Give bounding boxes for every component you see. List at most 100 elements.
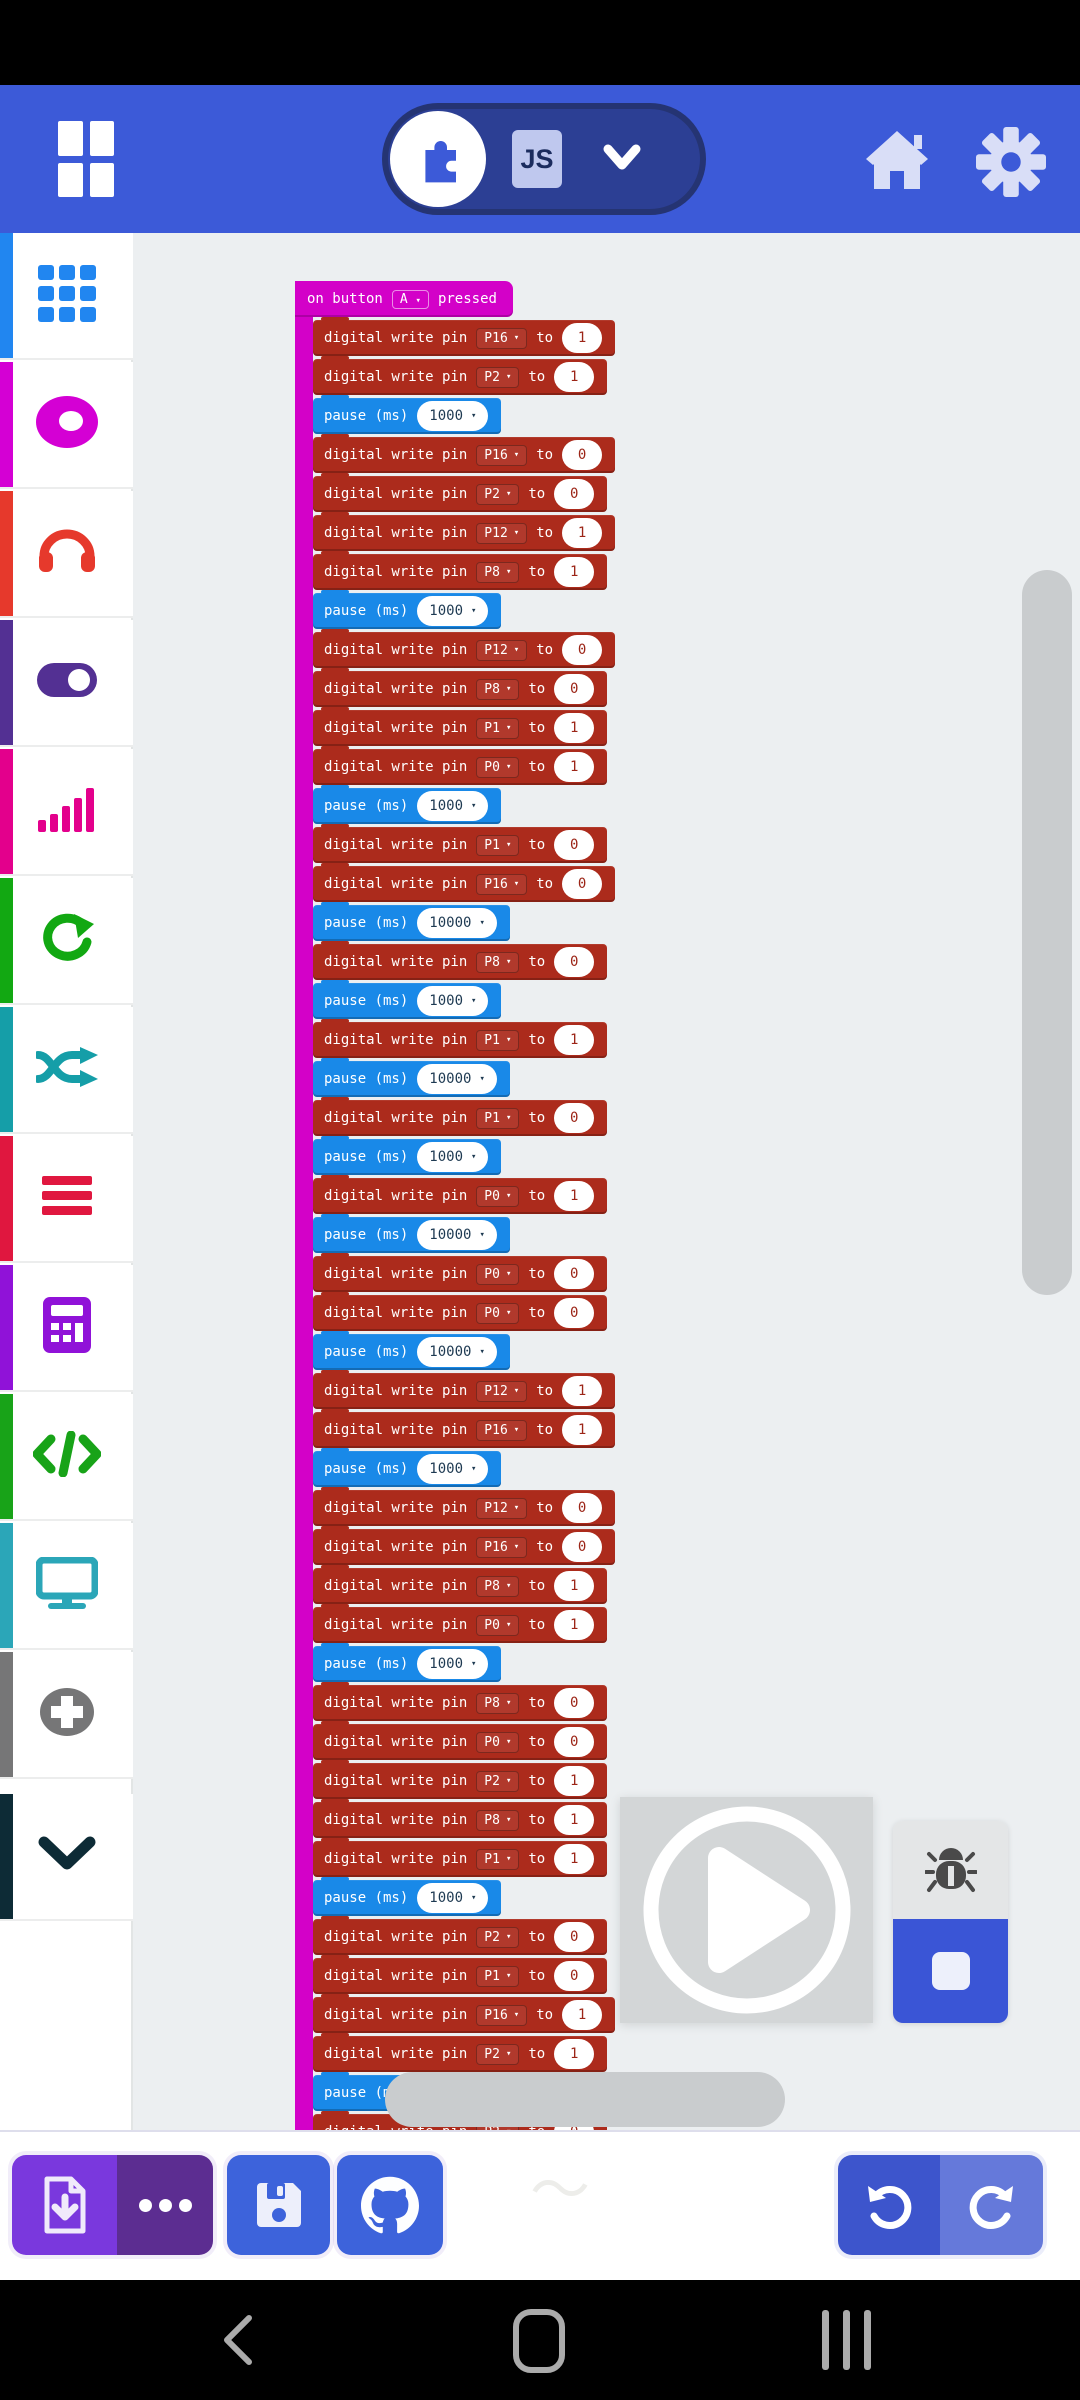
pin-dropdown[interactable]: P1▾ [476,1108,519,1129]
pause-block[interactable]: pause (ms)10000▾ [313,1217,510,1253]
toolbox-category-code[interactable] [0,1394,133,1521]
stop-button[interactable] [893,1919,1008,2023]
pin-dropdown[interactable]: P0▾ [476,1303,519,1324]
home-icon[interactable] [862,127,932,198]
pause-value-dropdown[interactable]: 10000▾ [417,908,497,938]
value-field[interactable]: 1 [554,1766,594,1796]
toolbox-category-more[interactable] [0,1794,133,1921]
value-field[interactable]: 0 [554,947,594,977]
pause-block[interactable]: pause (ms)1000▾ [313,983,501,1019]
digital-write-pin-block[interactable]: digital write pinP0▾to0 [313,1256,607,1292]
menu-grid-icon[interactable] [58,121,114,197]
pin-dropdown[interactable]: P12▾ [476,523,527,544]
pause-value-dropdown[interactable]: 10000▾ [417,1220,497,1250]
value-field[interactable]: 1 [562,2000,602,2030]
pin-dropdown[interactable]: P1▾ [476,718,519,739]
pin-dropdown[interactable]: P8▾ [476,1576,519,1597]
value-field[interactable]: 0 [554,1961,594,1991]
digital-write-pin-block[interactable]: digital write pinP0▾to1 [313,1607,607,1643]
pause-block[interactable]: pause (ms)1000▾ [313,398,501,434]
pin-dropdown[interactable]: P8▾ [476,1810,519,1831]
pause-block[interactable]: pause (ms)1000▾ [313,593,501,629]
pin-dropdown[interactable]: P1▾ [476,1849,519,1870]
digital-write-pin-block[interactable]: digital write pinP0▾to0 [313,1295,607,1331]
value-field[interactable]: 0 [554,1298,594,1328]
play-icon[interactable] [627,1800,867,2020]
digital-write-pin-block[interactable]: digital write pinP8▾to1 [313,554,607,590]
digital-write-pin-block[interactable]: digital write pinP2▾to1 [313,359,607,395]
pin-dropdown[interactable]: P16▾ [476,2005,527,2026]
value-field[interactable]: 1 [554,752,594,782]
toolbox-category-logic[interactable] [0,1007,133,1134]
digital-write-pin-block[interactable]: digital write pinP16▾to1 [313,320,615,356]
value-field[interactable]: 0 [562,1493,602,1523]
js-mode-button[interactable]: JS [512,130,562,188]
pin-dropdown[interactable]: P1▾ [476,835,519,856]
pin-dropdown[interactable]: P8▾ [476,952,519,973]
pin-dropdown[interactable]: P8▾ [476,679,519,700]
toolbox-category-serial[interactable] [0,1523,133,1650]
pin-dropdown[interactable]: P2▾ [476,367,519,388]
pin-dropdown[interactable]: P2▾ [476,2044,519,2065]
value-field[interactable]: 0 [554,1922,594,1952]
github-button[interactable] [337,2155,443,2255]
value-field[interactable]: 1 [554,1844,594,1874]
pause-block[interactable]: pause (ms)1000▾ [313,788,501,824]
pin-dropdown[interactable]: P16▾ [476,1420,527,1441]
pause-block[interactable]: pause (ms)1000▾ [313,1880,501,1916]
digital-write-pin-block[interactable]: digital write pinP16▾to1 [313,1412,615,1448]
value-field[interactable]: 0 [562,869,602,899]
block-workspace[interactable]: on button A ▾ pressed digital write pinP… [133,233,1080,2130]
pin-dropdown[interactable]: P0▾ [476,1732,519,1753]
pause-block[interactable]: pause (ms)1000▾ [313,1646,501,1682]
toolbox-category-math[interactable] [0,1265,133,1392]
toolbox-category-led[interactable] [0,620,133,747]
value-field[interactable]: 1 [562,1415,602,1445]
digital-write-pin-block[interactable]: digital write pinP12▾to0 [313,632,615,668]
digital-write-pin-block[interactable]: digital write pinP1▾to1 [313,1022,607,1058]
pause-value-dropdown[interactable]: 1000▾ [417,791,488,821]
pause-block[interactable]: pause (ms)10000▾ [313,1334,510,1370]
digital-write-pin-block[interactable]: digital write pinP0▾to0 [313,1724,607,1760]
horizontal-scrollbar[interactable] [385,2072,785,2127]
pin-dropdown[interactable]: P8▾ [476,1693,519,1714]
blocks-js-toggle[interactable]: JS [382,103,706,215]
value-field[interactable]: 0 [554,1103,594,1133]
digital-write-pin-block[interactable]: digital write pinP2▾to1 [313,2036,607,2072]
redo-button[interactable] [940,2155,1043,2255]
pin-dropdown[interactable]: P0▾ [476,1264,519,1285]
value-field[interactable]: 0 [554,674,594,704]
toolbox-category-basic[interactable] [0,233,133,360]
pin-dropdown[interactable]: P12▾ [476,1498,527,1519]
digital-write-pin-block[interactable]: digital write pinP8▾to1 [313,1802,607,1838]
value-field[interactable]: 1 [554,713,594,743]
pause-block[interactable]: pause (ms)10000▾ [313,1061,510,1097]
digital-write-pin-block[interactable]: digital write pinP12▾to0 [313,1490,615,1526]
toolbox-category-variables[interactable] [0,1136,133,1263]
on-button-pressed-block[interactable]: on button A ▾ pressed [295,281,513,317]
value-field[interactable]: 1 [554,362,594,392]
digital-write-pin-block[interactable]: digital write pinP8▾to0 [313,671,607,707]
digital-write-pin-block[interactable]: digital write pinP16▾to0 [313,866,615,902]
pin-dropdown[interactable]: P16▾ [476,445,527,466]
digital-write-pin-block[interactable]: digital write pinP16▾to0 [313,437,615,473]
pause-value-dropdown[interactable]: 1000▾ [417,1883,488,1913]
toggle-chevron-down-icon[interactable] [600,141,644,178]
value-field[interactable]: 1 [554,1610,594,1640]
more-options-button[interactable] [117,2155,213,2255]
digital-write-pin-block[interactable]: digital write pinP2▾to0 [313,1919,607,1955]
pin-dropdown[interactable]: P2▾ [476,1771,519,1792]
toolbox-category-extensions[interactable] [0,1652,133,1779]
toolbox-category-input[interactable] [0,362,133,489]
pause-value-dropdown[interactable]: 10000▾ [417,1064,497,1094]
digital-write-pin-block[interactable]: digital write pinP16▾to1 [313,1997,615,2033]
pin-dropdown[interactable]: P0▾ [476,757,519,778]
pause-value-dropdown[interactable]: 1000▾ [417,986,488,1016]
digital-write-pin-block[interactable]: digital write pinP8▾to0 [313,944,607,980]
pause-block[interactable]: pause (ms)1000▾ [313,1451,501,1487]
pause-block[interactable]: pause (ms)10000▾ [313,905,510,941]
digital-write-pin-block[interactable]: digital write pinP2▾to0 [313,476,607,512]
pin-dropdown[interactable]: P0▾ [476,1615,519,1636]
vertical-scrollbar[interactable] [1022,570,1072,1295]
pin-dropdown[interactable]: P12▾ [476,1381,527,1402]
